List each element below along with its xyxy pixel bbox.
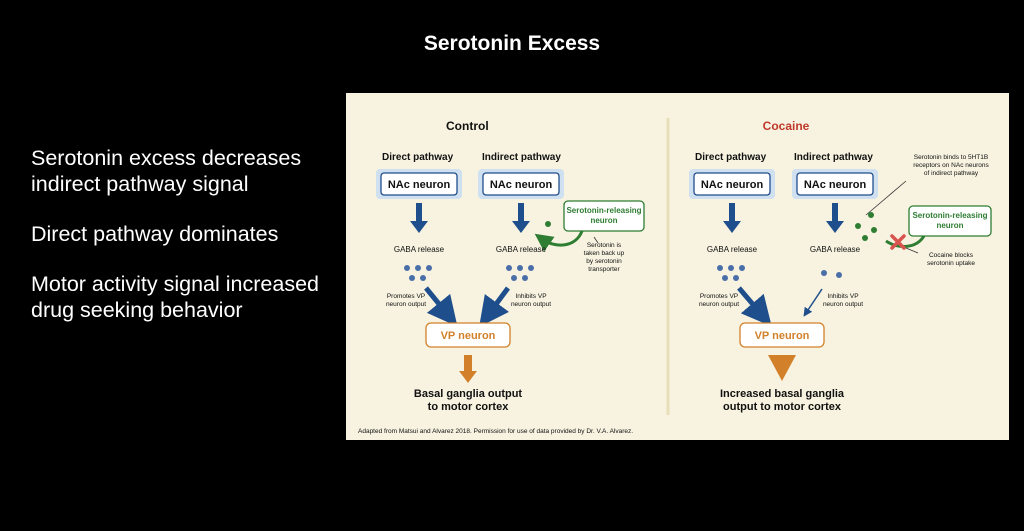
cocaine-vp-box [739,322,825,348]
cocaine-indirect-label: Indirect pathway [794,152,873,163]
control-promotes-1: Promotes VP [387,293,425,300]
pathway-diagram: Control Direct pathway Indirect pathway … [358,118,992,435]
control-serotonin-label-2: neuron [590,216,617,225]
cocaine-serotonin-label-1: Serotonin-releasing [912,211,987,220]
control-nac-direct-box [380,172,458,196]
control-vp-arrow [459,355,477,383]
cocaine-promotes-2: neuron output [699,301,739,308]
control-direct-down-arrow [410,203,428,233]
control-inhibits-2: neuron output [511,301,551,308]
cocaine-block-leader [905,247,919,254]
cocaine-nac-direct: NAc neuron [701,179,764,191]
figure-credit: Adapted from Matsui and Alvarez 2018. Pe… [358,428,633,435]
control-nac-indirect: NAc neuron [490,179,553,191]
control-serotonin-box [563,200,645,232]
cocaine-top-note-2: receptors on NAc neurons [913,162,989,169]
control-promotes-2: neuron output [386,301,426,308]
control-note-1: Serotonin is [587,242,622,249]
cocaine-inhibits-2: neuron output [823,301,863,308]
cocaine-block-note-2: serotonin uptake [927,260,975,267]
control-direct-to-vp-arrow [424,286,458,327]
control-output-1: Basal ganglia output [414,388,523,400]
control-vp: VP neuron [441,330,496,342]
cocaine-indirect-gaba-dots [821,270,842,278]
cocaine-nac-indirect: NAc neuron [804,179,867,191]
control-reuptake-arrow [534,230,584,252]
cocaine-block-note-1: Cocaine blocks [929,252,974,259]
control-indirect-gaba-dots [506,265,534,281]
control-note-3: by serotonin [586,258,622,265]
cocaine-nac-direct-box [693,172,771,196]
cocaine-top-note-1: Serotonin binds to 5HT1B [914,154,988,161]
pathway-figure: Control Direct pathway Indirect pathway … [346,93,1009,440]
cocaine-top-note-3: of indirect pathway [924,170,979,177]
bullet-item: Direct pathway dominates [31,222,279,246]
control-gaba-direct: GABA release [394,245,445,254]
cocaine-serotonin-box [908,205,992,237]
control-indirect-label: Indirect pathway [482,152,561,163]
control-note-leader [593,236,599,244]
cocaine-indirect-down-arrow [826,203,844,233]
control-indirect-down-arrow [512,203,530,233]
cocaine-reuptake-arrow [885,235,926,248]
cocaine-direct-label: Direct pathway [695,152,767,163]
control-direct-label: Direct pathway [382,152,454,163]
control-serotonin-dot [545,221,551,227]
control-note-4: transporter [588,266,620,273]
cocaine-vp: VP neuron [755,330,810,342]
control-serotonin-label-1: Serotonin-releasing [566,206,641,215]
cocaine-direct-to-vp-arrow [737,286,772,327]
cocaine-serotonin-dots [855,212,877,241]
control-indirect-to-vp-arrow [479,286,511,328]
cocaine-output-2: output to motor cortex [723,401,842,413]
control-nac-direct: NAc neuron [388,179,451,191]
cocaine-output-1: Increased basal ganglia [720,388,845,400]
cocaine-gaba-direct: GABA release [707,245,758,254]
cocaine-promotes-1: Promotes VP [700,293,738,300]
slide-title: Serotonin Excess [423,32,601,55]
cocaine-gaba-indirect: GABA release [810,245,861,254]
control-inhibits-1: Inhibits VP [515,293,546,300]
cocaine-direct-gaba-dots [717,265,745,281]
block-x-icon [890,234,906,250]
bullet-item: Serotonin excess decreases indirect path… [31,146,302,196]
cocaine-inhibits-1: Inhibits VP [827,293,858,300]
control-note-2: taken back up [584,250,625,257]
bullet-list: Serotonin excess decreases indirect path… [31,145,336,347]
cocaine-serotonin-label-2: neuron [936,221,963,230]
control-title: Control [446,119,489,133]
cocaine-title: Cocaine [763,119,810,133]
cocaine-top-note-leader [865,180,907,216]
cocaine-vp-arrow [768,355,796,381]
bullet-item: Motor activity signal increased drug see… [31,272,319,322]
cocaine-nac-indirect-box [796,172,874,196]
control-nac-indirect-box [482,172,560,196]
control-vp-box [425,322,511,348]
control-direct-gaba-dots [404,265,432,281]
control-output-2: to motor cortex [428,401,510,413]
cocaine-indirect-to-vp-arrow [803,288,823,317]
control-gaba-indirect: GABA release [496,245,547,254]
cocaine-direct-down-arrow [723,203,741,233]
